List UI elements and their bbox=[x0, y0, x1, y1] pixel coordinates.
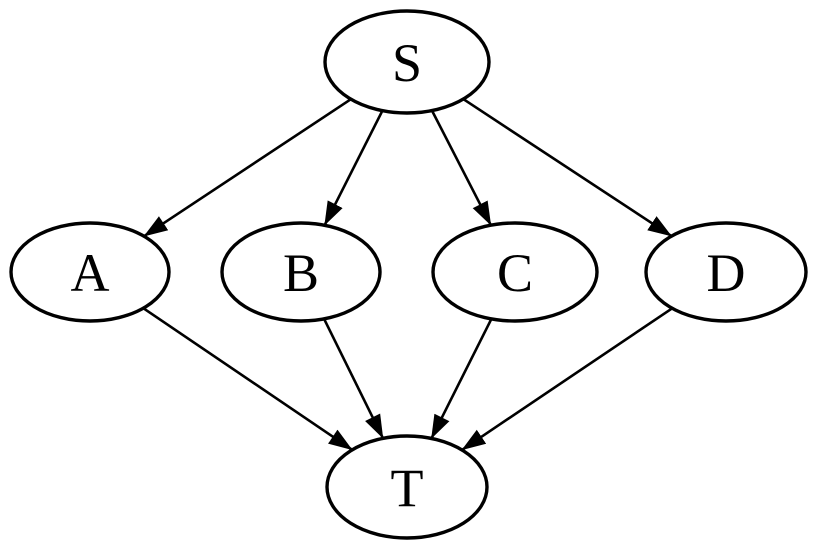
edge-S-A bbox=[143, 98, 352, 238]
node-ellipse-C bbox=[431, 221, 599, 323]
edge-B-T bbox=[322, 318, 385, 439]
node-ellipse-B bbox=[220, 221, 382, 323]
edge-C-T bbox=[430, 318, 493, 439]
edge-S-B bbox=[323, 110, 384, 226]
node-ellipse-D bbox=[644, 221, 808, 323]
node-B: B bbox=[220, 221, 382, 323]
node-label-D: D bbox=[707, 243, 746, 303]
edge-S-D bbox=[462, 98, 673, 238]
node-label-C: C bbox=[497, 243, 533, 303]
node-S: S bbox=[323, 9, 491, 115]
node-label-S: S bbox=[392, 33, 422, 93]
nodes-layer: S A B C D T bbox=[9, 9, 808, 540]
node-label-B: B bbox=[283, 243, 319, 303]
node-D: D bbox=[644, 221, 808, 323]
node-ellipse-A bbox=[9, 221, 171, 323]
node-label-T: T bbox=[391, 458, 424, 518]
node-T: T bbox=[325, 434, 489, 540]
edge-S-C bbox=[430, 110, 493, 226]
edge-D-T bbox=[461, 307, 673, 451]
node-ellipse-T bbox=[325, 434, 489, 540]
node-A: A bbox=[9, 221, 171, 323]
node-ellipse-S bbox=[323, 9, 491, 115]
edge-A-T bbox=[142, 307, 353, 451]
edges-layer bbox=[142, 98, 673, 451]
node-label-A: A bbox=[71, 243, 110, 303]
node-C: C bbox=[431, 221, 599, 323]
